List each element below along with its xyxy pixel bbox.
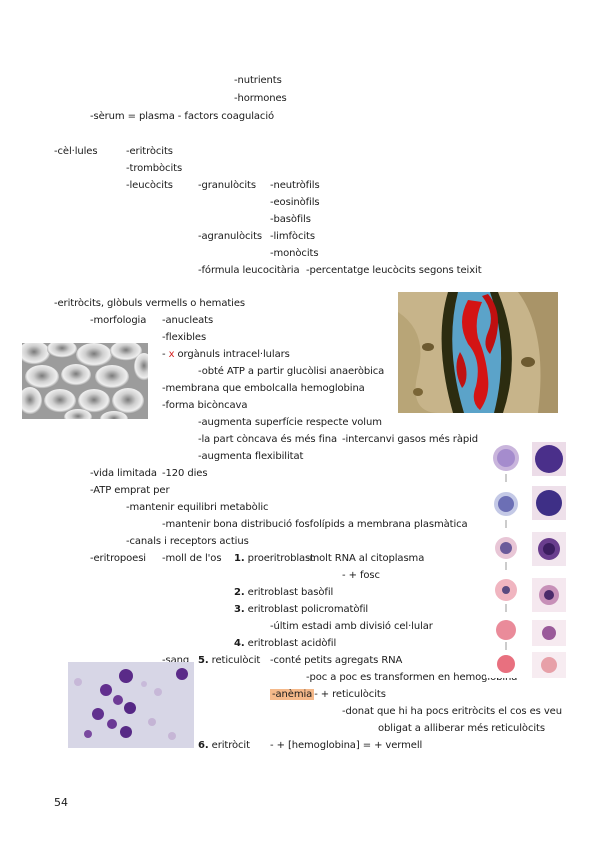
text-release-reticulocytes: obligat a alliberar més reticulòcits [378, 723, 545, 734]
text-serum: -sèrum = plasma - factors coagulació [90, 111, 275, 122]
text-flexibility: -augmenta flexibilitat [198, 451, 304, 462]
step-3-label: eritroblast policromatòfil [247, 604, 369, 615]
text-anemia: -anèmia- + reticulòcits [270, 689, 386, 701]
text-rna-aggregates: -conté petits agregats RNA [270, 655, 403, 666]
step-4-label: eritroblast acidòfil [247, 638, 337, 649]
text-last-division: -últim estadi amb divisió cel·lular [270, 621, 433, 632]
text-channels: -canals i receptors actius [126, 536, 249, 547]
text-eosinophils: -eosinòfils [270, 197, 320, 208]
text-polychromatophil: 3. eritroblast policromatòfil [234, 604, 368, 616]
step-5-label: reticulòcit [211, 655, 261, 666]
text-blood: -sang [162, 655, 190, 666]
text-erythrocytes: -eritròcits [126, 146, 173, 157]
text-neutrophils: -neutròfils [270, 180, 320, 191]
text-agranulocytes: -agranulòcits [198, 231, 263, 242]
sem-rbc-image [22, 343, 148, 419]
text-flexible: -flexibles [162, 332, 207, 343]
text-erythrocyte-final: 6. eritròcit [198, 740, 250, 752]
text-granulocytes: -granulòcits [198, 180, 256, 191]
text-limited-life: -vida limitada [90, 468, 157, 479]
blood-smear-image [68, 662, 194, 748]
text-thrombocytes: -trombòcits [126, 163, 183, 174]
text-organelles-label: orgànuls intracel·lulars [177, 349, 290, 360]
text-monocytes: -monòcits [270, 248, 319, 259]
text-erythrocytes-heading: -eritròcits, glòbuls vermells o hematies [54, 298, 246, 309]
text-hemoglobin-red: - + [hemoglobina] = + vermell [270, 740, 423, 751]
text-gas-exchange: -intercanvi gasos més ràpid [342, 434, 479, 445]
text-nutrients: -nutrients [234, 75, 282, 86]
step-2-number: 2. [234, 587, 245, 598]
text-biconcave: -forma bicòncava [162, 400, 248, 411]
text-hemoglobin-transform: -poc a poc es transformen en hemoglobina [306, 672, 518, 683]
text-acidophil: 4. eritroblast acidòfil [234, 638, 336, 650]
text-few-erythrocytes: -donat que hi ha pocs eritròcits el cos … [342, 706, 562, 717]
step-6-number: 6. [198, 740, 209, 751]
text-leukocytes: -leucòcits [126, 180, 173, 191]
step-3-number: 3. [234, 604, 245, 615]
text-metabolic-balance: -mantenir equilibri metabòlic [126, 502, 269, 513]
erythropoiesis-diagram [486, 442, 568, 678]
text-leukocyte-formula: -fórmula leucocitària [198, 265, 300, 276]
step-2-label: eritroblast basòfil [247, 587, 334, 598]
text-concave-thin: -la part còncava és més fina [198, 434, 337, 445]
text-atp-used: -ATP emprat per [90, 485, 170, 496]
text-reticulocyte: 5. reticulòcit [198, 655, 260, 667]
highlight-anemia: -anèmia [270, 689, 315, 700]
step-1-label: proeritroblast [247, 553, 314, 564]
capillary-rbc-image [398, 292, 558, 413]
text-atp-glycolysis: -obté ATP a partir glucòlisi anaeròbica [198, 366, 385, 377]
text-phospholipids: -mantenir bona distribució fosfolípids a… [162, 519, 468, 530]
text-darker: - + fosc [342, 570, 380, 581]
text-erythropoiesis: -eritropoesi [90, 553, 146, 564]
text-proerythroblast: 1. proeritroblast [234, 553, 314, 565]
step-5-number: 5. [198, 655, 209, 666]
text-x-mark: x [168, 349, 175, 360]
step-6-label: eritròcit [211, 740, 250, 751]
text-basophils: -basòfils [270, 214, 311, 225]
text-membrane: -membrana que embolcalla hemoglobina [162, 383, 365, 394]
text-anucleate: -anucleats [162, 315, 214, 326]
step-4-number: 4. [234, 638, 245, 649]
text-lymphocytes: -limfòcits [270, 231, 315, 242]
text-hormones: -hormones [234, 93, 287, 104]
text-organelles: - x orgànuls intracel·lulars [162, 349, 290, 360]
text-120-days: -120 dies [162, 468, 208, 479]
text-rna-cytoplasm: -molt RNA al citoplasma [306, 553, 425, 564]
page-number: 54 [54, 796, 68, 809]
text-morphology: -morfologia [90, 315, 147, 326]
step-1-number: 1. [234, 553, 245, 564]
text-bone-marrow: -moll de l'os [162, 553, 222, 564]
text-surface: -augmenta superfície respecte volum [198, 417, 382, 428]
text-basophil-erythroblast: 2. eritroblast basòfil [234, 587, 333, 599]
text-cells: -cèl·lules [54, 146, 98, 157]
text-percentage: -percentatge leucòcits segons teixit [306, 265, 482, 276]
text-more-reticulocytes: - + reticulòcits [314, 689, 386, 700]
